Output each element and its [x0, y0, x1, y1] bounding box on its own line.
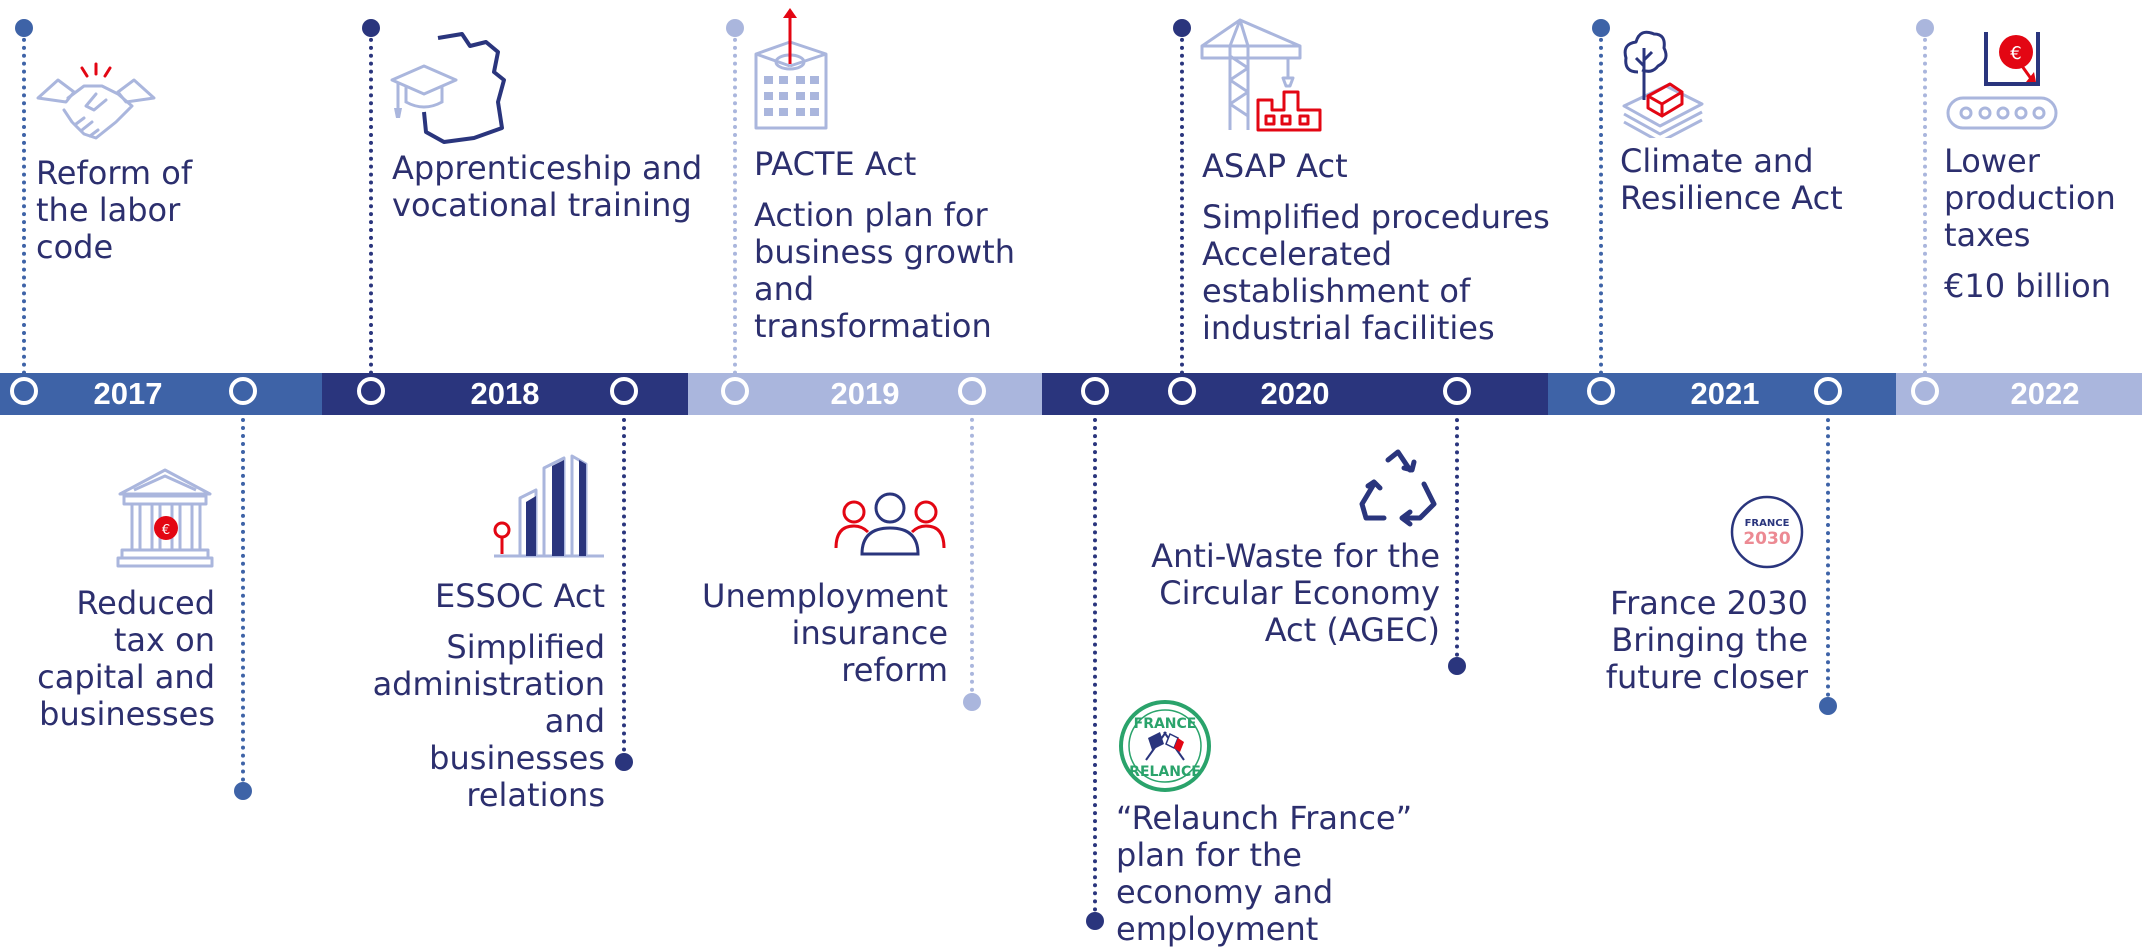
event-essoc-subtitle: Simplified administration and businesses…: [372, 628, 605, 814]
connector-agec: [1455, 410, 1459, 665]
event-unemployment: Unemployment insurance reform: [702, 577, 948, 689]
timeline-marker: [229, 377, 257, 405]
endpoint-dot: [1086, 912, 1104, 930]
event-pacte: PACTE Act Action plan for business growt…: [754, 146, 1024, 345]
france-relance-logo: FRANCE RELANCE: [1119, 700, 1211, 792]
endpoint-dot: [1592, 19, 1610, 37]
timeline-marker: [10, 377, 38, 405]
endpoint-dot: [362, 19, 380, 37]
timeline-marker: [1814, 377, 1842, 405]
recycle-icon: [1359, 449, 1437, 527]
event-asap: ASAP Act Simplified procedures Accelerat…: [1202, 148, 1572, 347]
timeline-marker: [721, 377, 749, 405]
event-france2030: France 2030 Bringing the future closer: [1605, 584, 1808, 696]
connector-climate: [1599, 30, 1603, 375]
tree-land-icon: [1622, 30, 1704, 138]
event-relaunch: “Relaunch France” plan for the economy a…: [1116, 799, 1413, 948]
france2030-logo-top: FRANCE: [1745, 518, 1790, 529]
year-label-2020: 2020: [1260, 376, 1330, 411]
event-labor-code: Reform of the labor code: [36, 154, 193, 266]
connector-capital-tax: [241, 410, 245, 790]
timeline-band-2017: [0, 373, 322, 415]
event-essoc: ESSOC Act Simplified administration and …: [360, 578, 605, 814]
year-label-2021: 2021: [1690, 376, 1760, 411]
endpoint-dot: [15, 19, 33, 37]
timeline-marker: [1081, 377, 1109, 405]
connector-relaunch: [1093, 410, 1097, 920]
endpoint-dot: [1173, 19, 1191, 37]
endpoint-dot: [1916, 19, 1934, 37]
timeline-marker: [357, 377, 385, 405]
year-label-2019: 2019: [830, 376, 900, 411]
people-group-icon: [834, 492, 946, 556]
endpoint-dot: [615, 753, 633, 771]
event-production-taxes-subtitle: €10 billion: [1944, 267, 2111, 305]
france2030-logo-bottom: 2030: [1743, 529, 1790, 549]
timeline-marker: [1587, 377, 1615, 405]
endpoint-dot: [963, 693, 981, 711]
event-essoc-title: ESSOC Act: [434, 577, 605, 615]
connector-essoc: [622, 410, 626, 760]
connector-pacte: [733, 30, 737, 375]
event-production-taxes-title: Lower production taxes: [1944, 142, 2116, 254]
endpoint-dot: [234, 782, 252, 800]
relance-logo-top: FRANCE: [1134, 716, 1197, 732]
relance-logo-bottom: RELANCE: [1129, 764, 1201, 780]
growing-building-icon: [754, 8, 828, 130]
connector-asap: [1180, 30, 1184, 375]
connector-unemployment: [970, 410, 974, 700]
endpoint-dot: [1448, 657, 1466, 675]
connector-apprenticeship: [369, 30, 373, 375]
france-2030-logo: FRANCE 2030: [1730, 495, 1804, 569]
event-apprenticeship: Apprenticeship and vocational training: [392, 149, 703, 224]
event-capital-tax: Reduced tax on capital and businesses: [37, 584, 215, 733]
connector-labor-code: [22, 30, 26, 375]
connector-production-taxes: [1923, 30, 1927, 375]
timeline-marker: [1443, 377, 1471, 405]
event-agec: Anti-Waste for the Circular Economy Act …: [1151, 537, 1440, 649]
year-label-2022: 2022: [2010, 376, 2080, 411]
timeline-marker: [1911, 377, 1939, 405]
timeline-marker: [1168, 377, 1196, 405]
timeline-marker: [958, 377, 986, 405]
year-label-2018: 2018: [470, 376, 540, 411]
event-pacte-title: PACTE Act: [754, 145, 917, 183]
year-label-2017: 2017: [93, 376, 163, 411]
crane-factory-icon: [1200, 18, 1322, 132]
event-asap-title: ASAP Act: [1202, 147, 1348, 185]
event-asap-subtitle: Simplified procedures Accelerated establ…: [1202, 198, 1550, 347]
graduation-cap-icon: [390, 32, 506, 144]
conveyor-euro-icon: €: [1946, 32, 2058, 130]
endpoint-dot: [726, 19, 744, 37]
svg-text:€: €: [2010, 43, 2021, 64]
timeline-marker: [610, 377, 638, 405]
svg-text:€: €: [162, 523, 170, 538]
bank-building-icon: €: [116, 468, 214, 568]
handshake-icon: [36, 62, 156, 140]
event-production-taxes: Lower production taxes €10 billion: [1944, 143, 2134, 305]
endpoint-dot: [1819, 697, 1837, 715]
buildings-icon: [493, 454, 604, 558]
event-pacte-subtitle: Action plan for business growth and tran…: [754, 196, 1015, 345]
event-climate: Climate and Resilience Act: [1620, 142, 1843, 217]
connector-france2030: [1826, 410, 1830, 705]
